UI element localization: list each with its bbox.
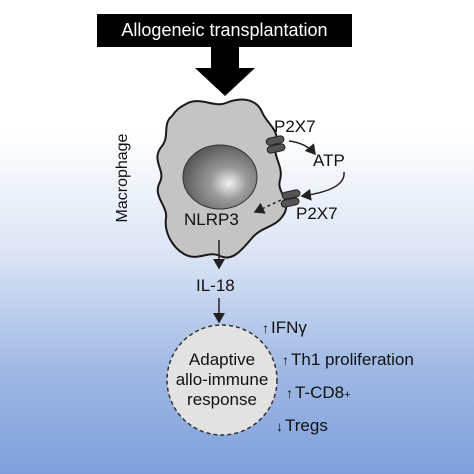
outcome-tcd8: ↑ T-CD8 + — [286, 383, 351, 403]
up-arrow-icon: ↑ — [282, 352, 289, 368]
arrow-receptor-to-atp — [288, 140, 316, 156]
p2x7-receptor-bottom-icon — [280, 189, 301, 208]
dashed-arrow-to-nlrp3 — [253, 199, 282, 214]
p2x7-receptor-top-icon — [265, 135, 286, 154]
response-line-1: Adaptive — [188, 350, 256, 369]
outcome-th1: ↑ Th1 proliferation — [282, 350, 414, 370]
down-arrow-icon: ↓ — [276, 418, 283, 434]
nlrp3-label: NLRP3 — [184, 210, 239, 229]
up-arrow-icon: ↑ — [262, 320, 269, 336]
p2x7-top-label: P2X7 — [274, 117, 316, 136]
down-arrow-icon — [195, 47, 255, 96]
outcome-tcd8-sup: + — [344, 389, 351, 401]
banner-allogeneic-transplantation: Allogeneic transplantation — [97, 14, 352, 47]
p2x7-bottom-label: P2X7 — [296, 204, 338, 223]
outcome-ifng: ↑ IFNγ — [262, 318, 307, 338]
response-circle — [166, 324, 278, 436]
outcome-th1-text: Th1 proliferation — [291, 350, 414, 369]
response-line-3: response — [187, 390, 257, 409]
outcome-ifng-text: IFNγ — [271, 318, 307, 337]
response-text: Adaptive allo-immune response — [168, 350, 276, 410]
arrow-atp-to-receptor — [300, 171, 345, 201]
up-arrow-icon: ↑ — [286, 385, 293, 401]
outcome-tregs-text: Tregs — [285, 416, 328, 435]
response-line-2: allo-immune — [175, 370, 269, 389]
outcome-tregs: ↓ Tregs — [276, 416, 328, 436]
macrophage-label: Macrophage — [114, 133, 131, 223]
il18-label: IL-18 — [196, 276, 235, 295]
atp-label: ATP — [313, 151, 345, 170]
nucleus — [182, 144, 258, 210]
outcome-tcd8-text: T-CD8 — [295, 383, 345, 402]
